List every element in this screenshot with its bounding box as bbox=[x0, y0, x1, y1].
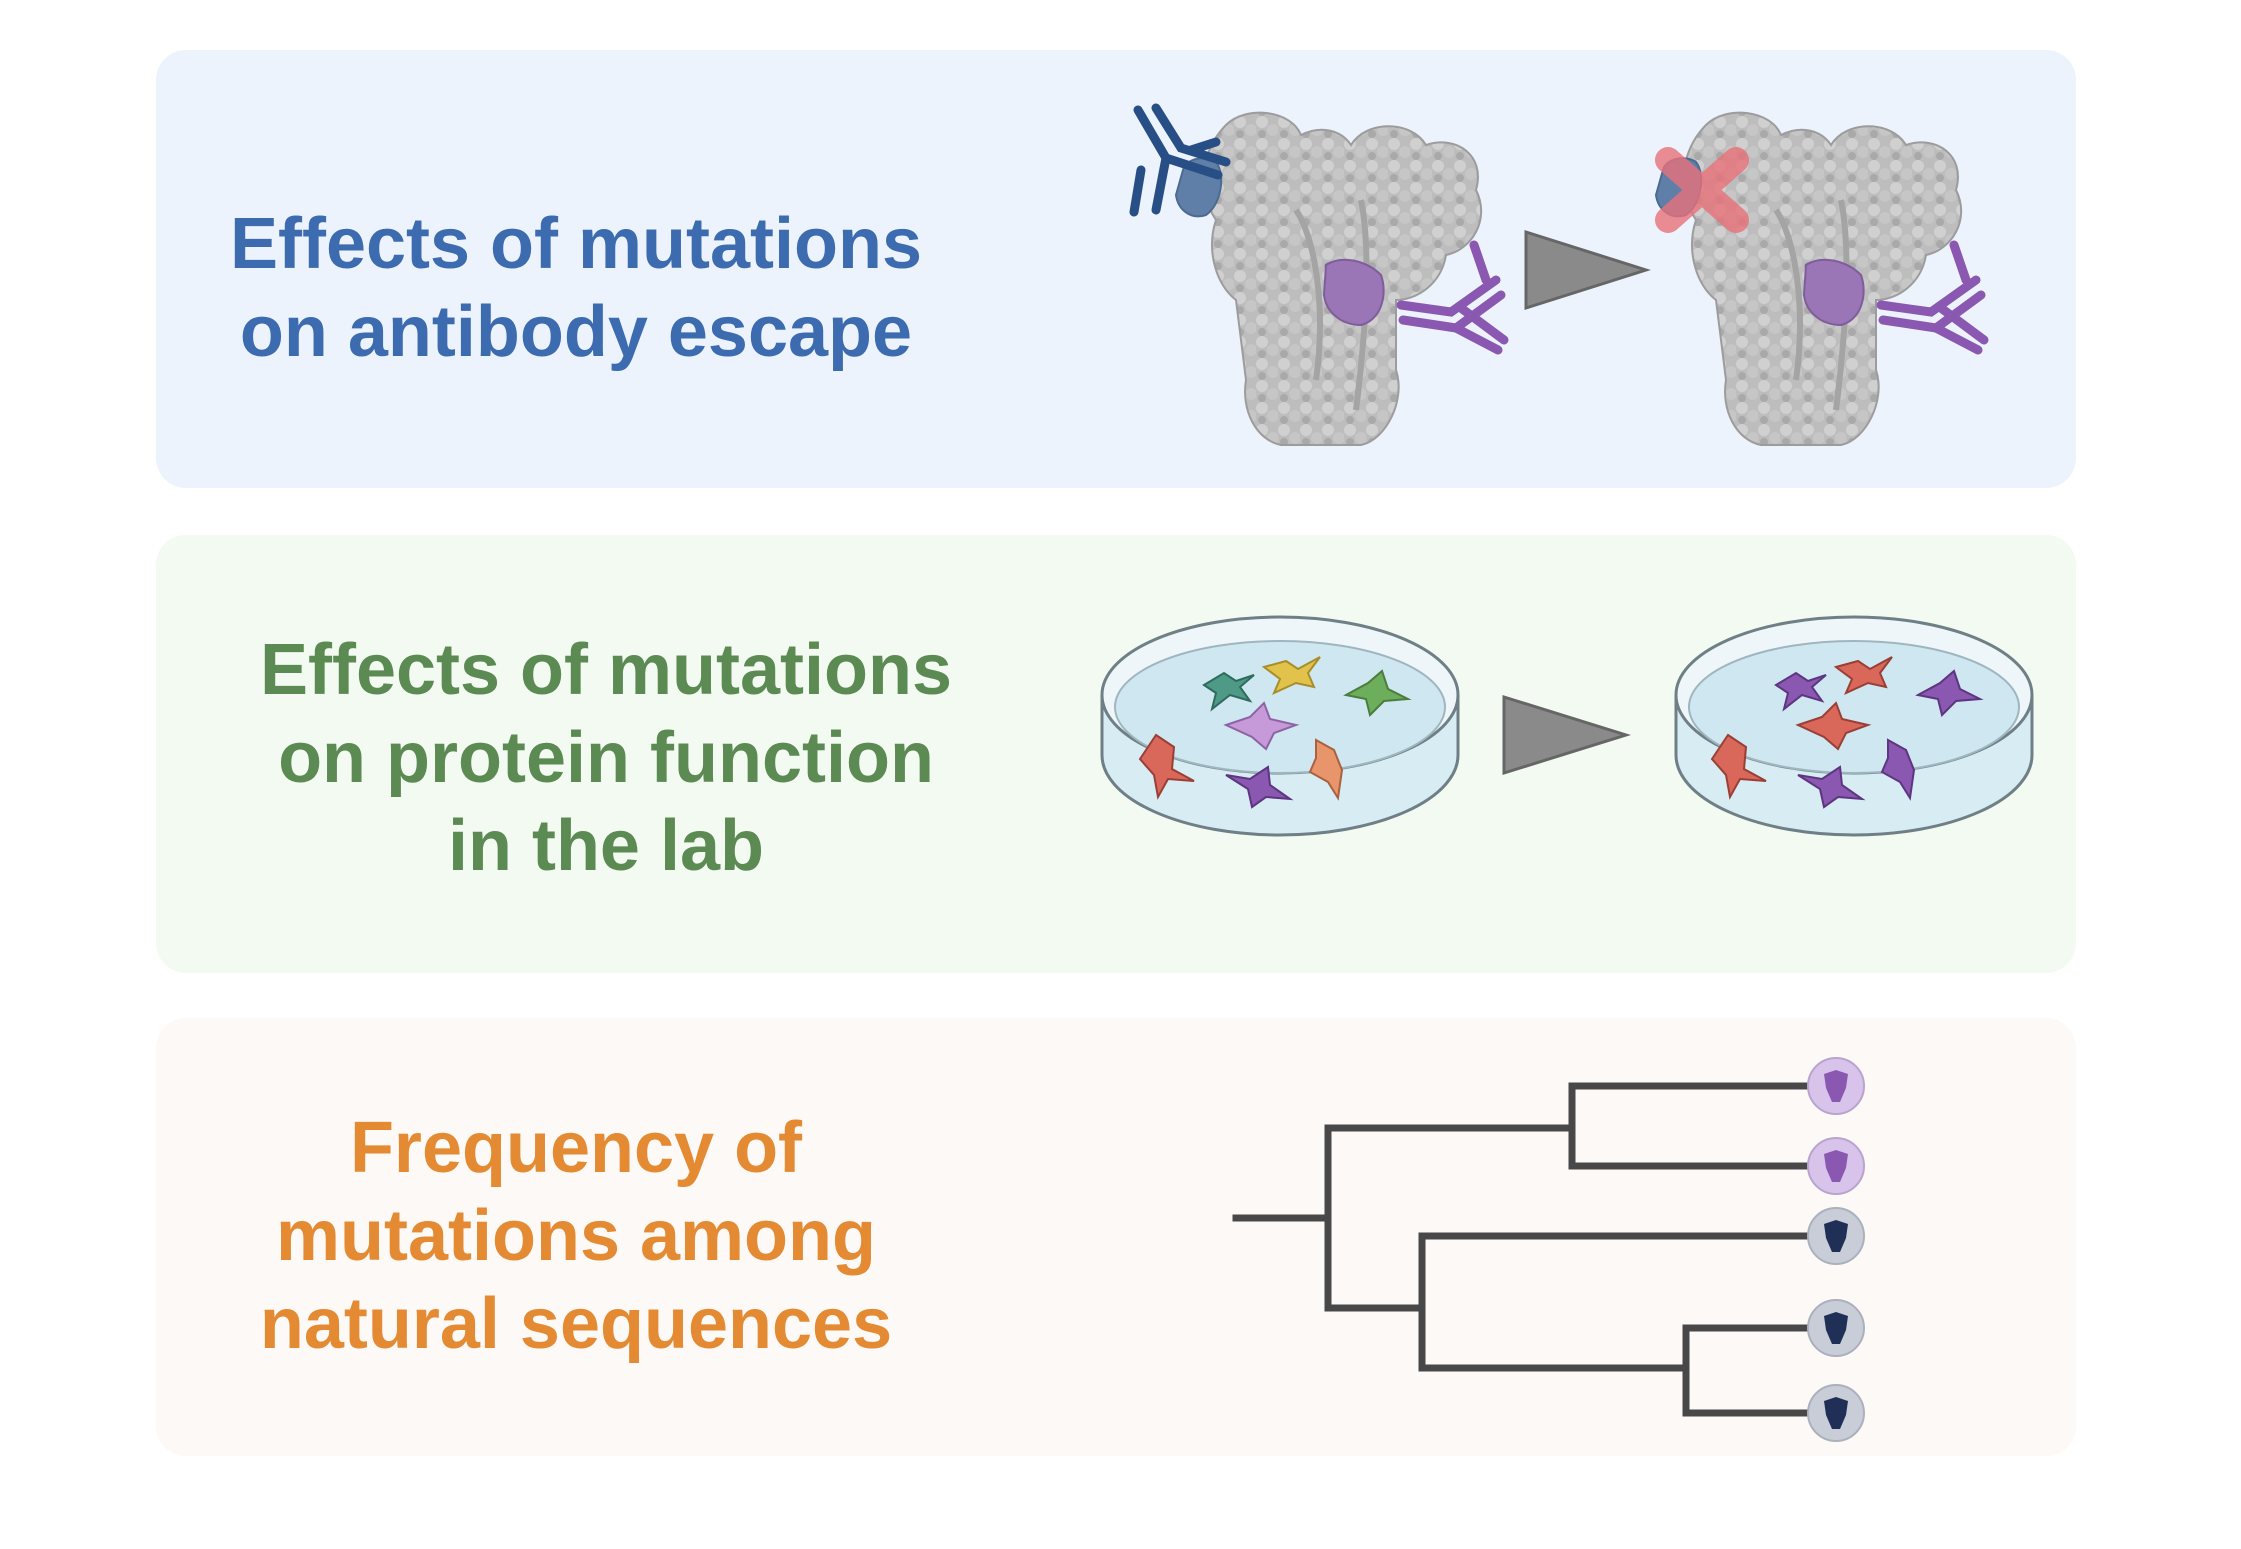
petri-dish-icon bbox=[1674, 615, 2034, 837]
petri-dish-icon bbox=[1100, 615, 1460, 837]
panel-title-protein-function: Effects of mutations on protein function… bbox=[156, 626, 1026, 890]
title-line: Effects of mutations bbox=[229, 204, 923, 284]
title-line: Effects of mutations bbox=[259, 630, 953, 710]
antibody-escape-illustration bbox=[1129, 103, 1989, 446]
title-line: in the lab bbox=[447, 806, 765, 886]
title-line: mutations among bbox=[275, 1196, 876, 1276]
antibody-icon bbox=[1129, 103, 1231, 217]
panel-antibody-escape: Effects of mutations on antibody escape bbox=[156, 50, 2076, 488]
protein-function-illustration bbox=[1100, 615, 2034, 837]
title-line: Frequency of bbox=[349, 1108, 803, 1188]
antibody-icon bbox=[1396, 240, 1509, 355]
tree-leaf bbox=[1807, 1057, 1865, 1115]
cell-icon bbox=[1138, 656, 1412, 809]
antibody-icon bbox=[1876, 240, 1989, 355]
title-line: natural sequences bbox=[259, 1284, 893, 1364]
right-arrow-icon bbox=[1502, 694, 1632, 776]
tree-leaf bbox=[1807, 1384, 1865, 1442]
phylogenetic-tree-icon bbox=[1232, 1057, 1865, 1442]
cell-icon bbox=[1710, 656, 1984, 809]
panel-title-antibody-escape: Effects of mutations on antibody escape bbox=[156, 200, 996, 376]
panel-natural-frequency: Frequency of mutations among natural seq… bbox=[156, 1018, 2076, 1456]
spike-protein-icon bbox=[1654, 111, 1963, 446]
tree-leaf bbox=[1807, 1299, 1865, 1357]
panel-title-natural-frequency: Frequency of mutations among natural seq… bbox=[156, 1104, 996, 1368]
tree-leaf bbox=[1807, 1137, 1865, 1195]
tree-leaf bbox=[1807, 1207, 1865, 1265]
x-mark-icon bbox=[1655, 147, 1749, 233]
panel-protein-function: Effects of mutations on protein function… bbox=[156, 535, 2076, 973]
right-arrow-icon bbox=[1524, 229, 1651, 311]
title-line: on protein function bbox=[278, 718, 934, 798]
title-line: on antibody escape bbox=[239, 292, 913, 372]
